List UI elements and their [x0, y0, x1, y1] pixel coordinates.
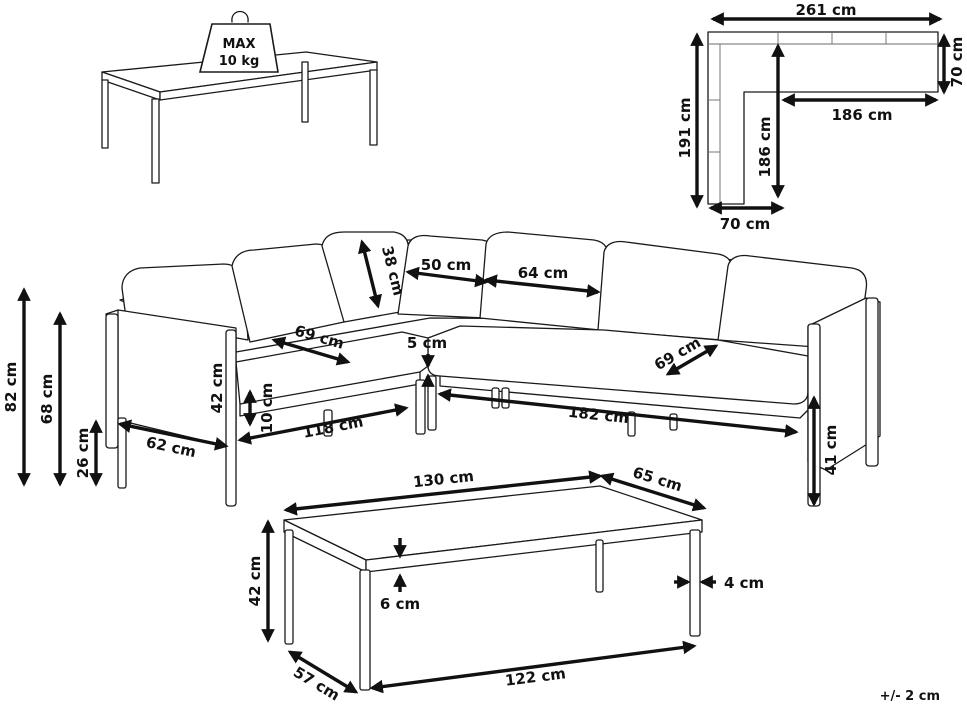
dim-right-seat-length: 182 cm: [567, 403, 630, 427]
plan-total-depth: 191 cm: [676, 97, 694, 158]
plan-arm-depth-bottom: 70 cm: [720, 215, 771, 233]
dim-armrest-gap: 5 cm: [407, 334, 447, 352]
plan-inner-depth: 186 cm: [756, 116, 774, 177]
tolerance-note: +/- 2 cm: [880, 689, 940, 704]
plan-arm-depth-right: 70 cm: [948, 37, 966, 88]
weight-icon: MAX 10 kg: [198, 10, 279, 73]
dim-leg-clearance: 26 cm: [74, 428, 92, 479]
dim-seat-height-label: 42 cm: [208, 363, 226, 414]
dim-armrest-height: 68 cm: [38, 374, 56, 425]
weight-line1: MAX: [222, 37, 255, 52]
coffee-table-illustration: [283, 485, 703, 691]
dim-table-height: 42 cm: [246, 556, 264, 607]
dim-table-top-length: 130 cm: [412, 467, 475, 491]
dim-seat-cushion-thickness: 10 cm: [258, 383, 276, 434]
table-load-illustration: MAX 10 kg: [101, 10, 378, 184]
dim-back-cushion-right: 64 cm: [518, 264, 569, 282]
dim-back-cushion-left: 50 cm: [421, 256, 472, 274]
dim-right-seat-height: 41 cm: [822, 425, 840, 476]
dim-table-leg-width: 4 cm: [724, 574, 764, 592]
dim-total-height: 82 cm: [2, 362, 20, 413]
plan-total-width: 261 cm: [795, 1, 856, 19]
dim-table-top-thickness: 6 cm: [380, 595, 420, 613]
sofa-top-plan: 261 cm 191 cm 70 cm 186 cm 186 cm 70 cm: [676, 1, 966, 233]
weight-line2: 10 kg: [219, 54, 260, 69]
dim-left-seat-length: 118 cm: [301, 412, 364, 441]
plan-inner-width: 186 cm: [831, 106, 892, 124]
dim-table-top-depth: 65 cm: [631, 463, 685, 495]
